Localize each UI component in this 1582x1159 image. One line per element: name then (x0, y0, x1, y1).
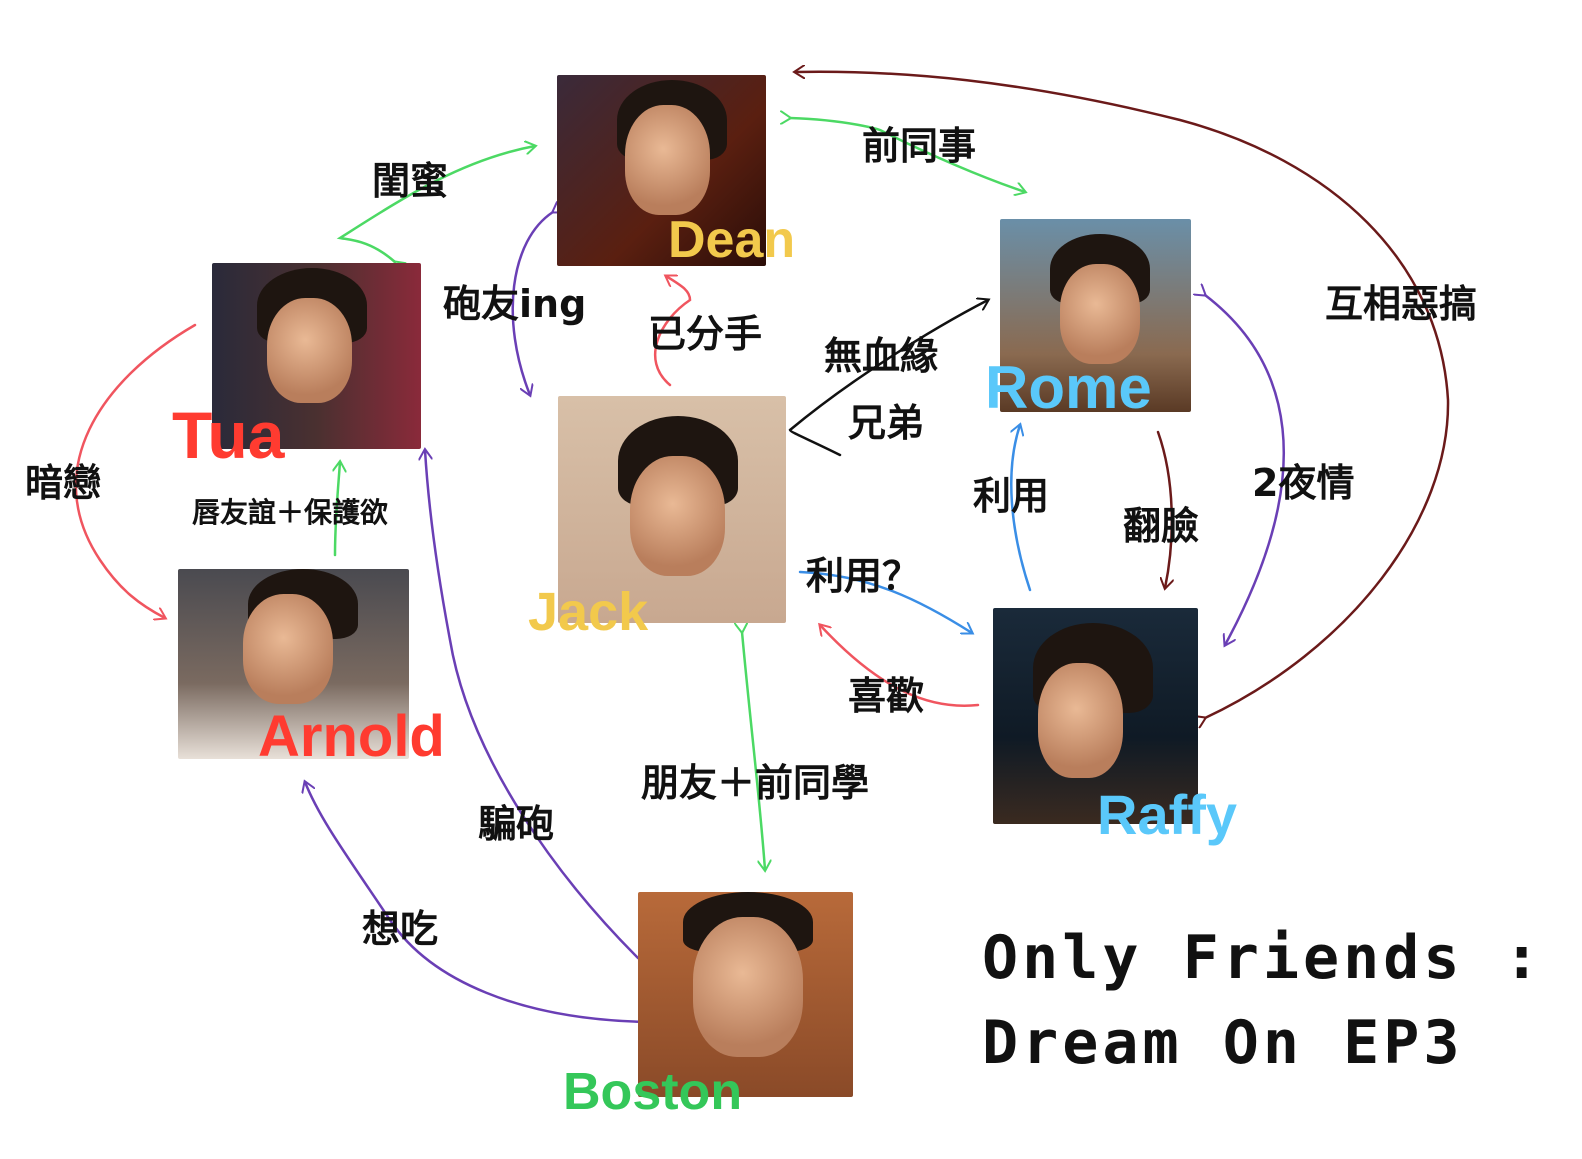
title-line-2: Dream On EP3 (982, 1008, 1464, 1078)
photo-rome (1000, 219, 1191, 412)
label-rome-raffy-prank: 互相惡搞 (1325, 282, 1478, 326)
label-tua-arnold-crush: 暗戀 (25, 461, 102, 505)
name-rome: Rome (985, 354, 1152, 421)
arrow-rome-raffy-fallout (1156, 430, 1172, 588)
arrow-jack-dean-breakup (653, 276, 692, 387)
arrow-rome-raffy-prank (795, 72, 1450, 718)
arrow-boston-arnold (305, 782, 652, 1024)
label-raffy-jack-like: 喜歡 (848, 674, 925, 718)
label-arnold-tua: 唇友誼＋保護欲 (192, 496, 389, 529)
arrow-jack-boston (742, 632, 765, 870)
name-arnold: Arnold (258, 704, 445, 769)
label-dean-jack-breakup: 已分手 (648, 312, 763, 356)
title-line-1: Only Friends : (982, 923, 1544, 993)
label-jack-rome-1: 無血緣 (824, 334, 939, 378)
label-jack-boston: 朋友＋前同學 (641, 761, 870, 805)
arrow-boston-tua (425, 450, 640, 960)
label-dean-rome: 前同事 (862, 124, 977, 168)
name-jack: Jack (528, 582, 649, 642)
photo-arnold (178, 569, 409, 759)
label-boston-tua: 騙砲 (478, 802, 555, 846)
label-dean-jack-fwb: 砲友ing (443, 282, 587, 326)
label-boston-arnold: 想吃 (362, 907, 439, 951)
label-jack-raffy-use: 利用？ (806, 554, 921, 598)
arrow-raffy-jack-like (820, 625, 980, 707)
arrow-tua-arnold-crush (74, 323, 197, 618)
arrow-jack-raffy-use (798, 570, 972, 633)
photo-tua (212, 263, 421, 449)
label-tua-dean: 閨蜜 (372, 159, 449, 203)
arrow-rome-raffy-2nights (1205, 295, 1286, 645)
name-dean: Dean (668, 211, 796, 269)
arrow-arnold-tua (335, 462, 340, 557)
arrow-dean-jack-fwb (511, 212, 553, 395)
label-raffy-rome-use: 利用 (973, 474, 1050, 518)
arrow-raffy-rome-use (1010, 425, 1032, 592)
label-rome-raffy-fallout: 翻臉 (1123, 504, 1200, 548)
photo-boston (638, 892, 853, 1097)
arrow-tua-dean (336, 146, 535, 262)
label-jack-rome-2: 兄弟 (848, 401, 925, 445)
name-raffy: Raffy (1097, 783, 1238, 846)
photo-dean (557, 75, 766, 266)
name-tua: Tua (172, 398, 285, 472)
photo-jack (558, 396, 786, 623)
label-rome-raffy-2nights: 2夜情 (1252, 461, 1355, 505)
photo-raffy (993, 608, 1198, 824)
name-boston: Boston (563, 1063, 743, 1121)
